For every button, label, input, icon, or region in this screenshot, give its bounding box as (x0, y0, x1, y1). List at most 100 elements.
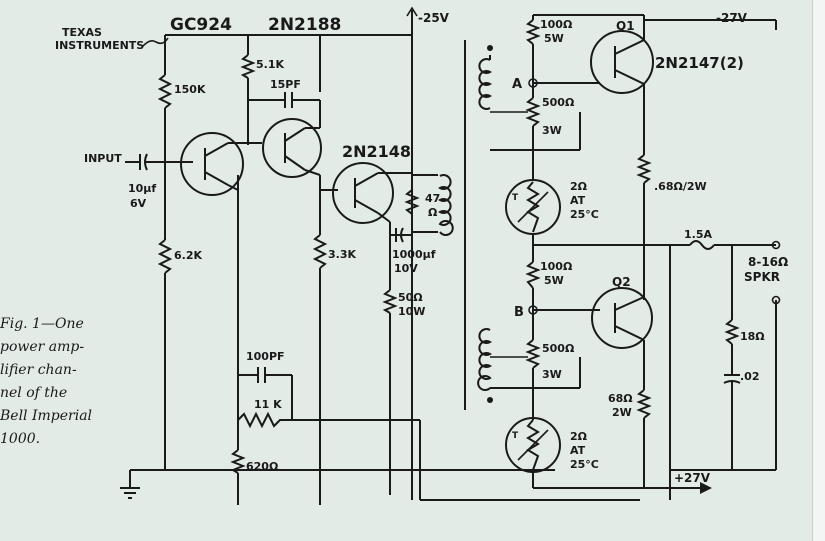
resistor-620-ohm (230, 449, 246, 474)
label-10w: 10W (398, 305, 425, 318)
resistor-18-ohm (724, 319, 740, 345)
caption-line-1: Fig. 1—One (0, 316, 84, 332)
label-620: 620Ω (246, 460, 279, 473)
wire-drv-e (377, 212, 391, 223)
label-speaker-1: 8-16Ω (748, 255, 788, 269)
label-therm-lo-t: T (512, 431, 519, 441)
label-gc924: GC924 (170, 15, 232, 35)
label-02: .02 (740, 370, 760, 383)
label-neg27v: -27V (716, 11, 748, 25)
transistor-gc924 (180, 132, 244, 196)
transistor-q1 (590, 30, 654, 94)
label-node-b: B (514, 305, 524, 320)
transistor-2n2188 (262, 118, 322, 178)
fuse-1-5a (689, 240, 715, 250)
label-therm-up-t: T (512, 193, 519, 203)
label-pos27v: +27V (674, 471, 711, 485)
thermistor-upper-arrow (517, 191, 549, 223)
label-68ohm: 68Ω (608, 392, 633, 405)
2n2188-collector (284, 127, 306, 142)
label-q1: Q1 (616, 19, 635, 33)
resistor-3-3k (312, 234, 328, 269)
pos27-arrow (700, 482, 712, 494)
gc924-emitter (204, 171, 229, 186)
label-500a2: 3W (542, 124, 562, 137)
label-68-2w: 2W (612, 406, 632, 419)
label-150k: 150K (174, 83, 206, 96)
q2-emitter (614, 325, 645, 341)
brand-pointer (141, 37, 169, 48)
label-47b: Ω (428, 206, 438, 219)
resistor-47-ohm (404, 189, 420, 215)
input-cap-voltage: 6V (130, 197, 147, 210)
caption-line-3: lifier chan- (0, 362, 77, 378)
fb-wire-2 (227, 184, 239, 191)
label-100pf: 100PF (246, 350, 285, 363)
label-100a1: 100Ω (540, 18, 573, 31)
2n2148-emitter (354, 199, 379, 214)
label-speaker-2: SPKR (744, 270, 780, 284)
label-therm-lo-1: 2Ω (570, 430, 588, 443)
resistor-68-ohm (636, 389, 652, 419)
resistor-6-2k (157, 239, 173, 274)
label-10v: 10V (394, 262, 418, 275)
brand-line1: TEXAS (62, 26, 102, 39)
resistor-100-ohm-b (525, 261, 541, 289)
gc924-collector (204, 142, 229, 157)
caption-line-6: 1000. (0, 431, 40, 447)
label-100b2: 5W (544, 274, 564, 287)
label-500a1: 500Ω (542, 96, 575, 109)
label-068: .68Ω/2W (654, 180, 707, 193)
speaker-terminal-top[interactable] (771, 240, 781, 250)
pot-500-ohm-a (525, 97, 541, 127)
thermistor-lower-arrow (517, 429, 549, 461)
resistor-50-ohm (382, 289, 398, 314)
label-therm-lo-3: 25°C (570, 458, 599, 471)
resistor-11k (237, 411, 292, 429)
speaker-terminal-bottom[interactable] (771, 295, 781, 305)
label-2n2147: 2N2147(2) (655, 54, 744, 72)
transformer-secondary-a (478, 58, 492, 110)
label-50ohm: 50Ω (398, 291, 423, 304)
neg25-arrow (406, 6, 418, 17)
label-6-2k: 6.2K (174, 249, 202, 262)
label-5-1k: 5.1K (256, 58, 284, 71)
input-cap-value: 10µf (128, 182, 156, 195)
label-therm-up-2: AT (570, 194, 586, 207)
label-100a2: 5W (544, 32, 564, 45)
label-fuse: 1.5A (684, 228, 712, 241)
label-neg25v: -25V (418, 11, 450, 25)
label-node-a: A (512, 77, 522, 92)
cap-1000uf-p2 (400, 227, 404, 243)
q1-collector (614, 39, 645, 55)
label-1000uf: 1000µf (392, 248, 436, 261)
caption-line-2: power amp- (0, 339, 84, 355)
resistor-100-ohm-a (525, 19, 541, 45)
label-11k: 11 K (254, 398, 282, 411)
label-500b2: 3W (542, 368, 562, 381)
label-100b1: 100Ω (540, 260, 573, 273)
label-2n2188: 2N2188 (268, 15, 341, 35)
input-cap-plate-2 (144, 153, 148, 171)
2n2188-emitter (284, 155, 306, 171)
label-therm-up-3: 25°C (570, 208, 599, 221)
cap-02-p2 (723, 380, 741, 384)
transformer-primary (438, 174, 454, 236)
caption-line-5: Bell Imperial (0, 408, 92, 424)
label-2n2148: 2N2148 (342, 142, 411, 161)
label-18ohm: 18Ω (740, 330, 765, 343)
q1-emitter (614, 69, 645, 85)
brand-line2: INSTRUMENTS (55, 39, 144, 52)
label-therm-lo-2: AT (570, 444, 586, 457)
thermistor-upper-element (526, 181, 540, 233)
label-15pf: 15PF (270, 78, 301, 91)
transformer-secondary-b (477, 328, 492, 391)
label-500b1: 500Ω (542, 342, 575, 355)
2n2148-collector (354, 172, 379, 187)
wire-33c (304, 169, 321, 176)
caption-line-4: nel of the (0, 385, 67, 401)
transistor-q2 (591, 287, 653, 349)
resistor-150k (157, 74, 173, 109)
q2-collector (614, 296, 645, 311)
